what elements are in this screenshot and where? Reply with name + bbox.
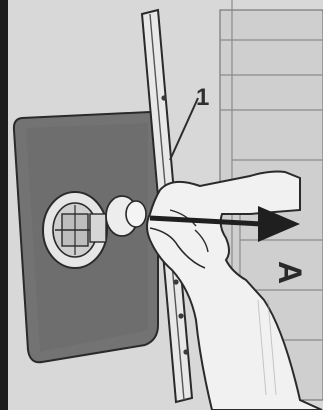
spray-arm-hub [43, 192, 107, 268]
left-border [0, 0, 8, 410]
callout-number-1: 1 [196, 84, 209, 112]
direction-letter-a: A [271, 261, 308, 284]
